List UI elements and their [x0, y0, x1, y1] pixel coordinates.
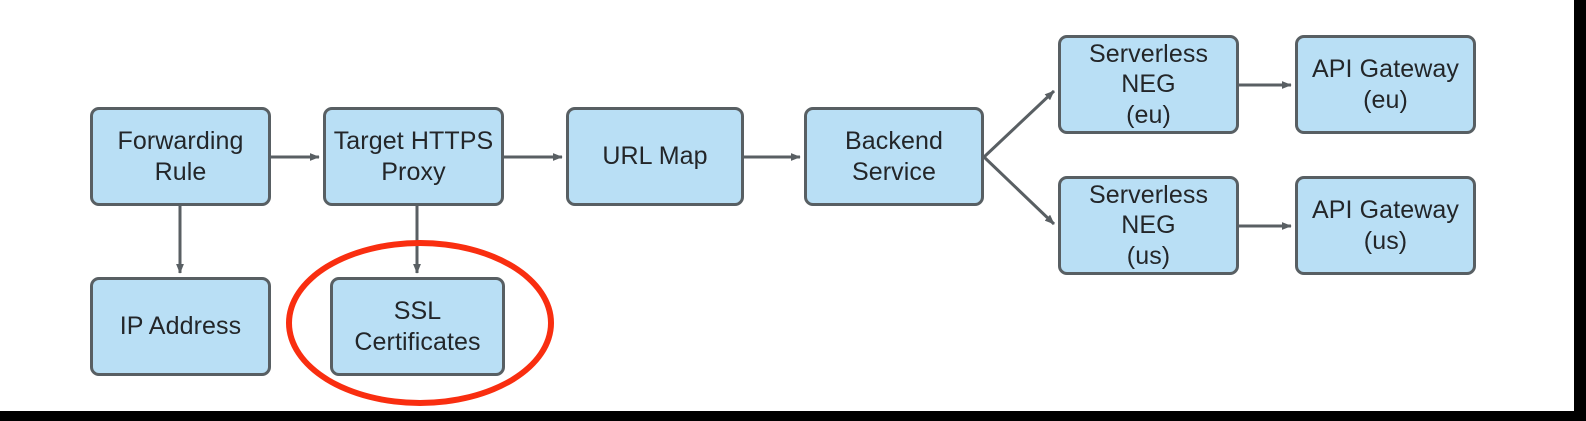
- node-url-map[interactable]: URL Map: [566, 107, 744, 206]
- node-serverless-neg-us[interactable]: Serverless NEG (us): [1058, 176, 1239, 275]
- node-ssl-certificates[interactable]: SSL Certificates: [330, 277, 505, 376]
- node-target-https-proxy[interactable]: Target HTTPS Proxy: [323, 107, 504, 206]
- node-label: IP Address: [119, 312, 242, 341]
- edge-backend-to-neg-us: [982, 155, 1056, 226]
- node-label: Serverless NEG (eu): [1088, 39, 1209, 129]
- node-ip-address[interactable]: IP Address: [90, 277, 271, 376]
- node-label: Target HTTPS Proxy: [333, 127, 494, 186]
- node-label: Serverless NEG (us): [1088, 180, 1209, 270]
- node-label: API Gateway (us): [1312, 196, 1459, 255]
- node-forwarding-rule[interactable]: Forwarding Rule: [90, 107, 271, 206]
- node-label: Backend Service: [845, 127, 943, 186]
- node-label: API Gateway (eu): [1312, 55, 1459, 114]
- node-serverless-neg-eu[interactable]: Serverless NEG (eu): [1058, 35, 1239, 134]
- node-backend-service[interactable]: Backend Service: [804, 107, 984, 206]
- edge-backend-to-neg-eu: [982, 89, 1056, 159]
- node-api-gateway-eu[interactable]: API Gateway (eu): [1295, 35, 1476, 134]
- node-api-gateway-us[interactable]: API Gateway (us): [1295, 176, 1476, 275]
- node-label: URL Map: [602, 142, 708, 171]
- node-label: SSL Certificates: [354, 297, 481, 356]
- node-label: Forwarding Rule: [117, 127, 244, 186]
